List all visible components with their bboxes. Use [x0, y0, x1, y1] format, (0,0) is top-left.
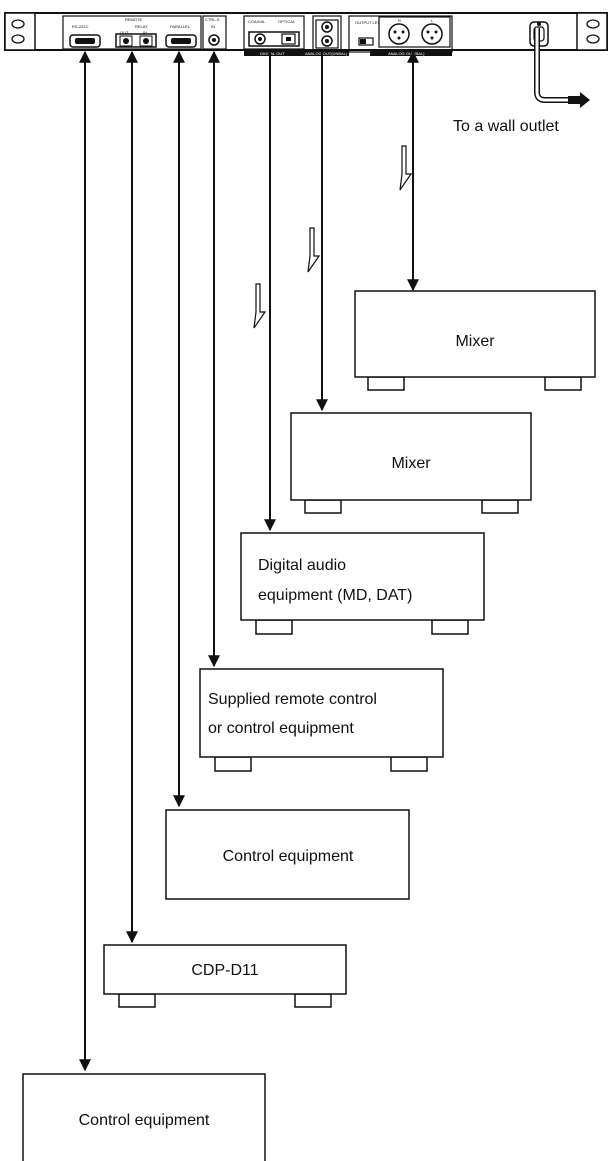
wall-outlet-label: To a wall outlet: [453, 118, 559, 135]
xlr-l-pin-icon: [430, 36, 434, 40]
ctrl-s-in-label: IN: [211, 24, 215, 29]
signal-flow-arrow-icon: [253, 283, 267, 329]
mixer-unbal-label: Mixer: [391, 455, 431, 472]
wall-outlet-arrow-icon: [568, 92, 590, 108]
relay-out-label: OUT: [120, 30, 129, 35]
device-foot: [390, 756, 428, 772]
analog-out-unbal-label: ANALOG OUT(UNBAL): [305, 51, 348, 56]
device-foot: [118, 993, 156, 1008]
relay-in-label: IN: [143, 30, 147, 35]
signal-flow-arrow-icon: [307, 227, 321, 273]
rs232c-label: RS-232C: [72, 24, 89, 29]
coaxial-label: COAXIAL: [248, 19, 266, 24]
power-cord-inner: [535, 28, 568, 102]
remote-control-label-line2: or control equipment: [208, 720, 354, 737]
device-control-parallel: Control equipment: [165, 809, 410, 900]
remote-control-box: [199, 668, 444, 758]
control-rs232c-box: [22, 1073, 266, 1161]
rack-hole-icon: [11, 19, 25, 29]
device-foot: [544, 376, 582, 391]
device-foot: [304, 499, 342, 514]
control-rs232c-label: Control equipment: [79, 1112, 210, 1129]
remote-section: [62, 15, 202, 50]
xlr-l-label: L: [431, 18, 434, 23]
relay-label: RELAY: [135, 24, 148, 29]
cdp-d11-label: CDP-D11: [191, 962, 258, 979]
device-foot: [255, 619, 293, 635]
optical-port-icon: [286, 37, 291, 41]
device-control-rs232c: Control equipment: [22, 1073, 266, 1161]
mixer-bal-label: Mixer: [455, 333, 495, 350]
rack-ear-right: [576, 12, 608, 51]
relay-in-pin-icon: [143, 38, 149, 44]
signal-flow-arrows: [253, 145, 413, 329]
device-foot: [481, 499, 519, 514]
xlr-r-pin-icon: [401, 30, 405, 34]
xlr-r-jack-icon: [388, 23, 410, 45]
digital-out-section: [243, 15, 305, 50]
device-foot: [294, 993, 332, 1008]
device-mixer-bal: Mixer: [354, 290, 596, 391]
ctrl-s-section: [202, 15, 227, 50]
xlr-l-pin-icon: [426, 30, 430, 34]
device-foot: [431, 619, 469, 635]
mixer-unbal-box: [290, 412, 532, 501]
device-digital-audio: Digital audio equipment (MD, DAT): [240, 532, 485, 635]
device-cdp-d11: CDP-D11: [103, 944, 347, 1008]
xlr-r-label: R: [398, 18, 401, 23]
unbal-l-pin-icon: [325, 39, 329, 43]
digital-out-label: DIGITAL OUT: [260, 51, 285, 56]
device-mixer-unbal: Mixer: [290, 412, 532, 514]
control-parallel-label: Control equipment: [223, 848, 354, 865]
parallel-label: PARALLEL: [170, 24, 191, 29]
ac-inlet-plug-icon: [537, 22, 541, 26]
device-foot: [367, 376, 405, 391]
cdp-d11-box: [103, 944, 347, 995]
rack-hole-icon: [11, 34, 25, 44]
device-remote-control: Supplied remote control or control equip…: [199, 668, 444, 772]
power-cord: To a wall outlet: [453, 28, 590, 135]
connection-lines: [79, 50, 419, 1072]
analog-unbal-label-bar: [303, 50, 349, 56]
digital-out-label-bar: [244, 50, 304, 56]
xlr-r-pin-icon: [393, 30, 397, 34]
relay-out-pin-icon: [123, 38, 129, 44]
digital-audio-label-line2: equipment (MD, DAT): [258, 587, 412, 604]
remote-control-label-line1: Supplied remote control: [208, 691, 377, 708]
optical-label: OPTICAL: [278, 19, 296, 24]
output-level-label: OUTPUT LEVEL: [355, 20, 386, 25]
xlr-r-pin-icon: [397, 36, 401, 40]
device-foot: [214, 756, 252, 772]
xlr-l-pin-icon: [434, 30, 438, 34]
digital-audio-box: [240, 532, 485, 621]
signal-flow-arrow-icon: [399, 145, 413, 191]
rear-panel: REMOTE RS-232C RELAY OUT IN PARALLEL CTR…: [4, 12, 608, 56]
ctrl-s-label: CTRL-S: [205, 17, 220, 22]
ctrl-s-pin-icon: [212, 38, 216, 42]
rack-ear-left: [4, 12, 36, 51]
output-level-switch-knob: [360, 39, 366, 44]
analog-out-bal-label: ANALOG OUT(BAL): [388, 51, 425, 56]
digital-audio-label-line1: Digital audio: [258, 557, 346, 574]
rs232c-jack-inner: [75, 38, 95, 44]
coaxial-pin-icon: [258, 37, 262, 41]
mixer-bal-box: [354, 290, 596, 378]
parallel-jack-inner: [171, 38, 191, 44]
rack-hole-icon: [586, 34, 600, 44]
rack-hole-icon: [586, 19, 600, 29]
control-parallel-box: [165, 809, 410, 900]
remote-label: REMOTE: [125, 17, 142, 22]
xlr-l-jack-icon: [421, 23, 443, 45]
unbal-r-pin-icon: [325, 25, 329, 29]
